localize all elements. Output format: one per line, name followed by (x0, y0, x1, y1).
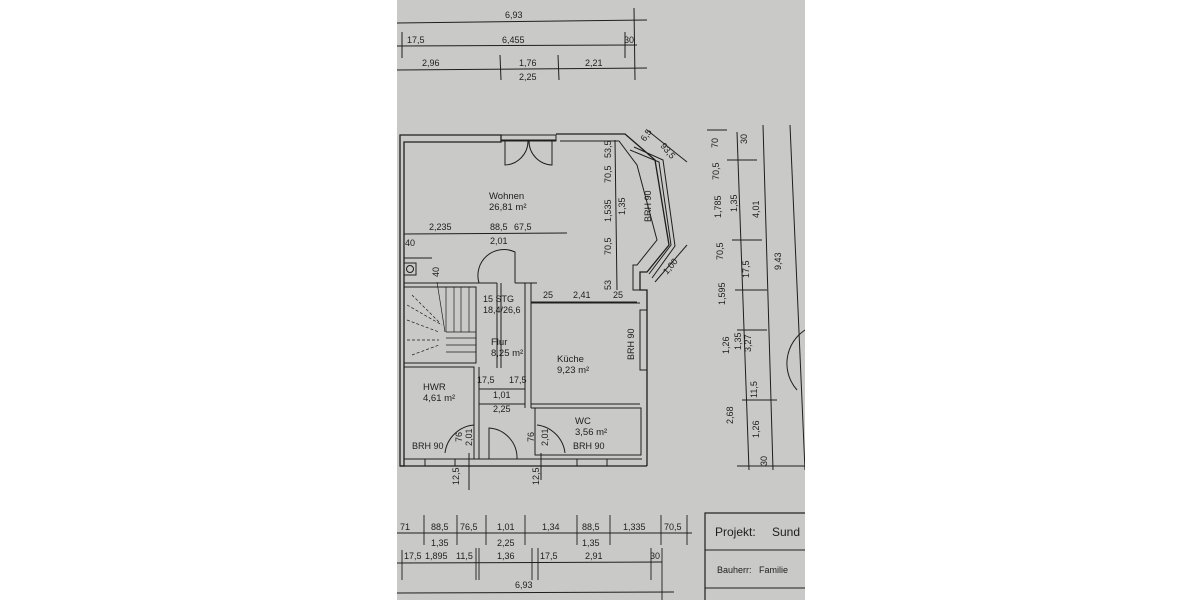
dim-bottom-row2: 17,5 (404, 551, 422, 561)
dim-right-1: 1,26 (721, 336, 731, 354)
dim-bottom-row1: 1,01 (497, 522, 515, 532)
title-owner-label: Bauherr: (717, 565, 752, 575)
dim-sill: 12,5 (451, 467, 461, 485)
dim-bay: 70,5 (603, 165, 613, 183)
dim-bay: 53,5 (603, 140, 613, 158)
dim-right-2: 1,26 (751, 420, 761, 438)
dim-door: 2,01 (464, 428, 474, 446)
room-area-wohnen: 26,81 m² (489, 202, 527, 213)
dim-bottom-row1: 1,34 (542, 522, 560, 532)
dim-top-row2: 6,455 (502, 35, 525, 45)
dim-right-3: 4,01 (751, 200, 761, 218)
dim-wohnen: 40 (405, 238, 415, 248)
dim-right-2: 30 (759, 456, 769, 466)
title-project-label: Projekt: (715, 525, 756, 539)
dim-kueche: 25 (613, 290, 623, 300)
dim-bottom-row1-sub: 1,35 (582, 538, 600, 548)
dim-bottom-row1: 1,335 (623, 522, 646, 532)
dim-bay: 53 (603, 280, 613, 290)
dim-bottom-row2: 11,5 (456, 551, 473, 561)
dim-flur: 17,5 (477, 375, 495, 385)
dim-bottom-row2: 17,5 (540, 551, 558, 561)
dim-wohnen: 40 (431, 267, 441, 277)
stair-count: 15 STG (483, 294, 514, 304)
dim-right-2: 1,35 (733, 332, 743, 350)
dim-door: 76 (454, 432, 464, 442)
dim-door: 76 (526, 432, 536, 442)
room-area-flur: 8,25 m² (491, 348, 523, 359)
dim-right-3: 3,27 (743, 334, 753, 352)
dim-top-row3: 2,21 (585, 58, 603, 68)
dim-flur: 17,5 (509, 375, 527, 385)
title-project-value: Sund (772, 525, 800, 539)
dim-bottom-total: 6,93 (515, 580, 533, 590)
dim-wohnen: 88,5 (490, 222, 508, 232)
dim-bay: 70,5 (603, 237, 613, 255)
dim-wohnen: 2,235 (429, 222, 452, 232)
dim-bottom-row1: 70,5 (664, 522, 682, 532)
dim-right-1: 70 (710, 138, 720, 148)
dim-kueche: 2,41 (573, 290, 591, 300)
dim-top-total: 6,93 (505, 10, 523, 20)
dim-bottom-row1: 71 (400, 522, 410, 532)
dim-bay: 6,5 (638, 127, 653, 143)
dim-flur: 1,01 (493, 390, 511, 400)
dim-bay: 93,5 (658, 141, 677, 161)
dim-bottom-row2: 30 (650, 551, 660, 561)
dim-right-2: 30 (739, 134, 749, 144)
room-name-flur: Flur (491, 337, 507, 348)
brh-label-bay: BRH 90 (643, 190, 653, 222)
dim-bottom-row1: 88,5 (582, 522, 600, 532)
dim-right-1: 1,785 (713, 195, 723, 218)
dim-bottom-row1-sub: 1,35 (431, 538, 449, 548)
room-area-hwr: 4,61 m² (423, 393, 455, 404)
dim-right-1: 70,5 (711, 162, 721, 180)
dim-right-2: 17,5 (741, 260, 751, 278)
dim-bay: 1,00 (661, 256, 680, 276)
dim-top-row3-sub: 2,25 (519, 72, 537, 82)
dim-right-1: 1,595 (717, 282, 727, 305)
room-name-wohnen: Wohnen (489, 191, 524, 202)
dim-right-1: 70,5 (715, 242, 725, 260)
room-name-kueche: Küche (557, 354, 584, 365)
dim-bottom-row2: 1,895 (425, 551, 448, 561)
brh-label-kueche: BRH 90 (626, 328, 636, 360)
dim-bottom-row2: 1,36 (497, 551, 515, 561)
dim-wohnen: 2,01 (490, 236, 508, 246)
brh-label-wc: BRH 90 (573, 441, 605, 451)
dim-right-2: 11,5 (749, 381, 759, 398)
dim-bottom-row1: 88,5 (431, 522, 449, 532)
dim-top-row3: 2,96 (422, 58, 440, 68)
room-name-hwr: HWR (423, 382, 446, 393)
dim-right-1: 2,68 (725, 406, 735, 424)
dim-bay: 1,35 (617, 197, 627, 215)
dim-kueche: 25 (543, 290, 553, 300)
dim-top-row3: 1,76 (519, 58, 537, 68)
dim-flur: 2,25 (493, 404, 511, 414)
dim-right-4: 9,43 (773, 252, 783, 270)
dim-top-row2: 17,5 (407, 35, 425, 45)
dim-bottom-row1-sub: 2,25 (497, 538, 515, 548)
dim-door: 2,01 (540, 428, 550, 446)
room-name-wc: WC (575, 416, 591, 427)
dim-top-row2: 30 (624, 35, 634, 45)
dim-sill: 12,5 (531, 467, 541, 485)
dim-wohnen: 67,5 (514, 222, 532, 232)
title-owner-value: Familie (759, 565, 788, 575)
dim-bottom-row1: 76,5 (460, 522, 478, 532)
floor-plan-drawing: 6,93 17,5 6,455 30 2,96 1,76 2,21 2,25 W… (397, 7, 805, 600)
stair-ratio: 18,4/26,6 (483, 305, 521, 315)
dim-bottom-row2: 2,91 (585, 551, 603, 561)
room-area-kueche: 9,23 m² (557, 365, 589, 376)
room-area-wc: 3,56 m² (575, 427, 607, 438)
floor-plan-sheet: 6,93 17,5 6,455 30 2,96 1,76 2,21 2,25 W… (397, 0, 805, 600)
dim-right-2: 1,35 (729, 194, 739, 212)
brh-label-hwr: BRH 90 (412, 441, 444, 451)
dim-bay: 1,535 (603, 199, 613, 222)
